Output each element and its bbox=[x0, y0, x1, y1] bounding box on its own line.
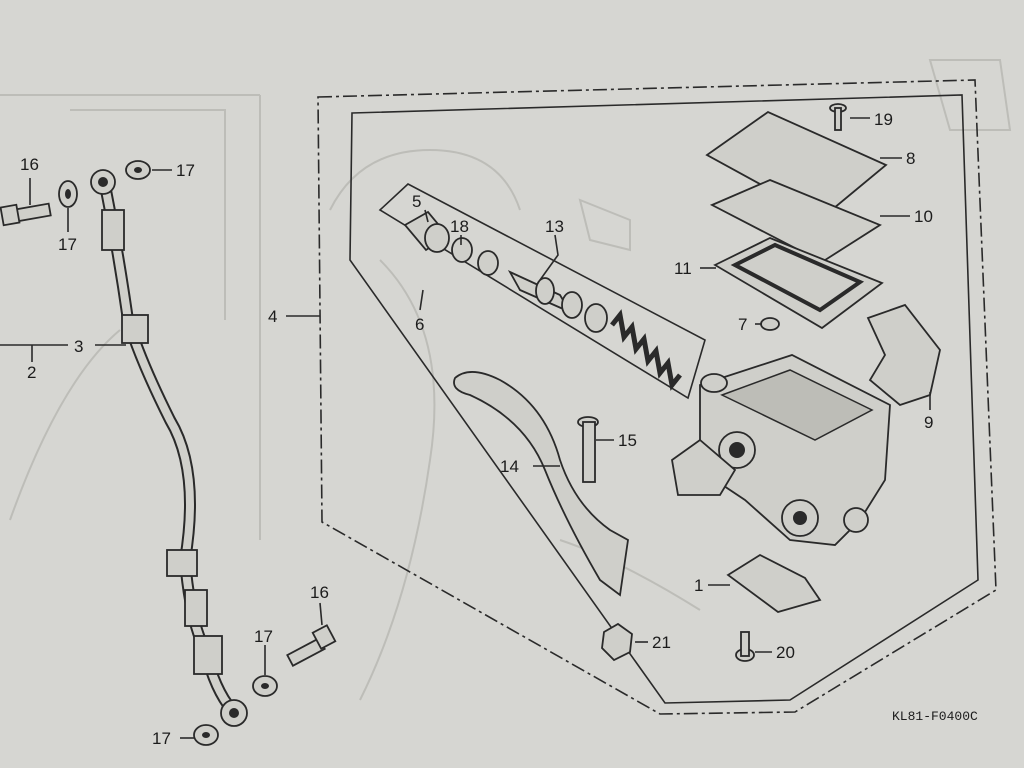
callout-11: 11 bbox=[674, 259, 692, 278]
brake-hose bbox=[90, 169, 248, 727]
holder-9 bbox=[866, 303, 941, 407]
callout-9: 9 bbox=[924, 413, 933, 432]
piston-kit-box bbox=[378, 183, 706, 400]
callout-16-b: 16 bbox=[310, 583, 329, 602]
diaphragm-11 bbox=[713, 237, 884, 330]
cup bbox=[584, 303, 608, 333]
callout-17-a: 17 bbox=[58, 235, 77, 254]
screw-19 bbox=[829, 103, 847, 131]
callout-10: 10 bbox=[914, 207, 933, 226]
callout-21: 21 bbox=[652, 633, 671, 652]
part-code-label: KL81-F0400C bbox=[892, 709, 978, 724]
circlip-18 bbox=[451, 237, 473, 263]
master-cylinder-assembly-outline bbox=[317, 79, 997, 715]
callout-17-d: 17 bbox=[152, 729, 171, 748]
callout-labels: 16 17 17 3 2 4 5 18 13 6 7 19 8 10 11 9 … bbox=[20, 110, 933, 748]
callout-5: 5 bbox=[412, 192, 421, 211]
callout-20: 20 bbox=[776, 643, 795, 662]
washer-small bbox=[477, 250, 499, 276]
callout-19: 19 bbox=[874, 110, 893, 129]
callout-15: 15 bbox=[618, 431, 637, 450]
callout-17-c: 17 bbox=[254, 627, 273, 646]
screw-7 bbox=[760, 317, 780, 331]
callout-8: 8 bbox=[906, 149, 915, 168]
diaphragm-plate-10 bbox=[709, 179, 882, 264]
callout-13: 13 bbox=[545, 217, 564, 236]
screw-20 bbox=[735, 631, 755, 662]
ghost-background bbox=[0, 59, 1012, 701]
brake-switch-1 bbox=[726, 553, 822, 613]
bolt-16-left bbox=[0, 202, 52, 227]
nut-21 bbox=[601, 622, 633, 662]
inner-assembly-outline bbox=[349, 94, 979, 704]
callout-18: 18 bbox=[450, 217, 469, 236]
pivot-bolt-15 bbox=[577, 416, 599, 483]
callout-3: 3 bbox=[74, 337, 83, 356]
callout-4: 4 bbox=[268, 307, 277, 326]
spring bbox=[610, 309, 682, 391]
leader-lines bbox=[0, 117, 931, 739]
callout-17-b: 17 bbox=[176, 161, 195, 180]
callout-1: 1 bbox=[694, 576, 703, 595]
callout-14: 14 bbox=[500, 457, 519, 476]
piston-13 bbox=[507, 270, 583, 319]
master-cylinder-body bbox=[671, 354, 891, 546]
callout-2: 2 bbox=[27, 363, 36, 382]
callout-16-a: 16 bbox=[20, 155, 39, 174]
callout-7: 7 bbox=[738, 315, 747, 334]
brake-lever-14 bbox=[453, 371, 629, 597]
boot-5 bbox=[403, 210, 450, 253]
callout-6: 6 bbox=[415, 315, 424, 334]
bolt-16-right bbox=[286, 624, 337, 667]
